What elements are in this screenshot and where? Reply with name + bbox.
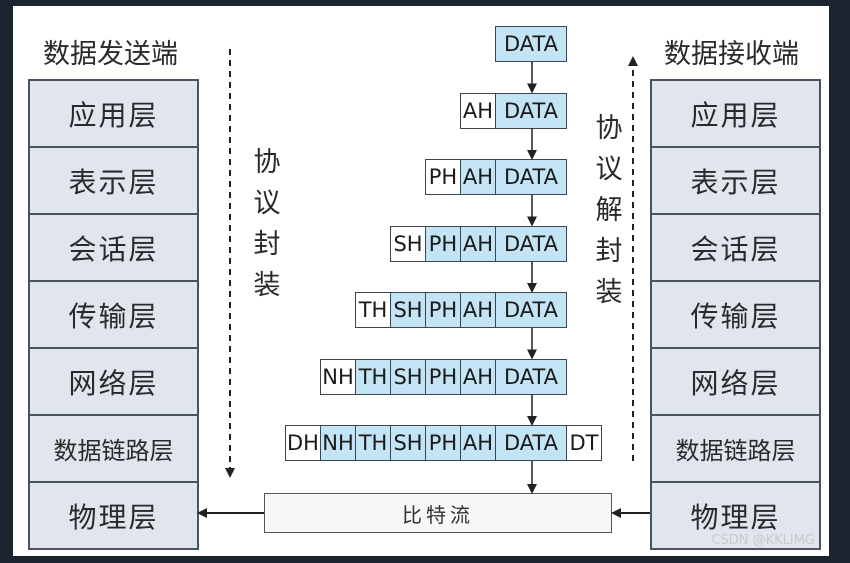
data-cell: DATA	[495, 292, 567, 328]
sender-layer: 数据链路层	[30, 416, 197, 483]
arrows-layer	[197, 49, 650, 518]
receiver-layer: 表示层	[652, 148, 819, 215]
data-cell: DATA	[495, 159, 567, 195]
header-cell: SH	[390, 425, 426, 461]
receiver-layer: 网络层	[652, 349, 819, 416]
sender-layer: 会话层	[30, 215, 197, 282]
receiver-layer: 传输层	[652, 282, 819, 349]
receiver-title: 数据接收端	[664, 39, 799, 70]
sender-layer: 物理层	[30, 483, 197, 548]
encapsulation-char: 装	[253, 270, 281, 301]
header-cell: SH	[390, 358, 426, 395]
data-cell: DATA	[495, 225, 567, 262]
header-cell: NH	[320, 425, 356, 461]
header-cell: AH	[460, 92, 496, 129]
encapsulation-label: 协 议 封 装	[247, 140, 287, 304]
header-cell: PH	[425, 159, 461, 195]
sender-layer: 表示层	[30, 148, 197, 215]
header-cell: PH	[425, 225, 461, 262]
encapsulation-char: 议	[253, 188, 281, 219]
header-cell: PH	[425, 358, 461, 395]
header-cell: AH	[460, 358, 496, 395]
data-cell: DATA	[495, 92, 567, 129]
data-cell: DATA	[495, 425, 567, 461]
sender-layer: 传输层	[30, 282, 197, 349]
encapsulation-char: 协	[253, 147, 281, 178]
decapsulation-char: 议	[595, 154, 623, 185]
header-cell: NH	[320, 358, 356, 395]
diagram-frame: 数据发送端 数据接收端 应用层 表示层 会话层 传输层 网络层 数据链路层 物理…	[13, 6, 829, 556]
decapsulation-char: 解	[595, 195, 623, 226]
header-cell: TH	[355, 292, 391, 328]
header-cell: AH	[460, 159, 496, 195]
trailer-cell: DT	[566, 425, 602, 461]
header-cell: PH	[425, 292, 461, 328]
decapsulation-char: 封	[595, 236, 623, 267]
header-cell: SH	[390, 292, 426, 328]
sender-title: 数据发送端	[43, 39, 178, 70]
decapsulation-char: 装	[595, 277, 623, 308]
sender-layer-stack: 应用层 表示层 会话层 传输层 网络层 数据链路层 物理层	[28, 79, 199, 550]
receiver-layer: 数据链路层	[652, 416, 819, 483]
packet-row: DATA	[495, 26, 567, 62]
sender-layer: 网络层	[30, 349, 197, 416]
data-cell: DATA	[495, 26, 567, 62]
header-cell: AH	[460, 425, 496, 461]
decapsulation-char: 协	[595, 113, 623, 144]
watermark: CSDN @KKLIMG	[711, 533, 815, 548]
header-cell: DH	[285, 425, 321, 461]
header-cell: SH	[390, 225, 426, 262]
decapsulation-label: 协 议 解 封 装	[589, 106, 629, 311]
sender-layer: 应用层	[30, 81, 197, 148]
receiver-layer: 会话层	[652, 215, 819, 282]
receiver-layer: 物理层	[652, 483, 819, 548]
header-cell: TH	[355, 425, 391, 461]
receiver-layer: 应用层	[652, 81, 819, 148]
receiver-layer-stack: 应用层 表示层 会话层 传输层 网络层 数据链路层 物理层	[650, 79, 821, 550]
header-cell: AH	[460, 292, 496, 328]
bitstream-box: 比特流	[264, 493, 612, 533]
encapsulation-char: 封	[253, 229, 281, 260]
header-cell: TH	[355, 358, 391, 395]
